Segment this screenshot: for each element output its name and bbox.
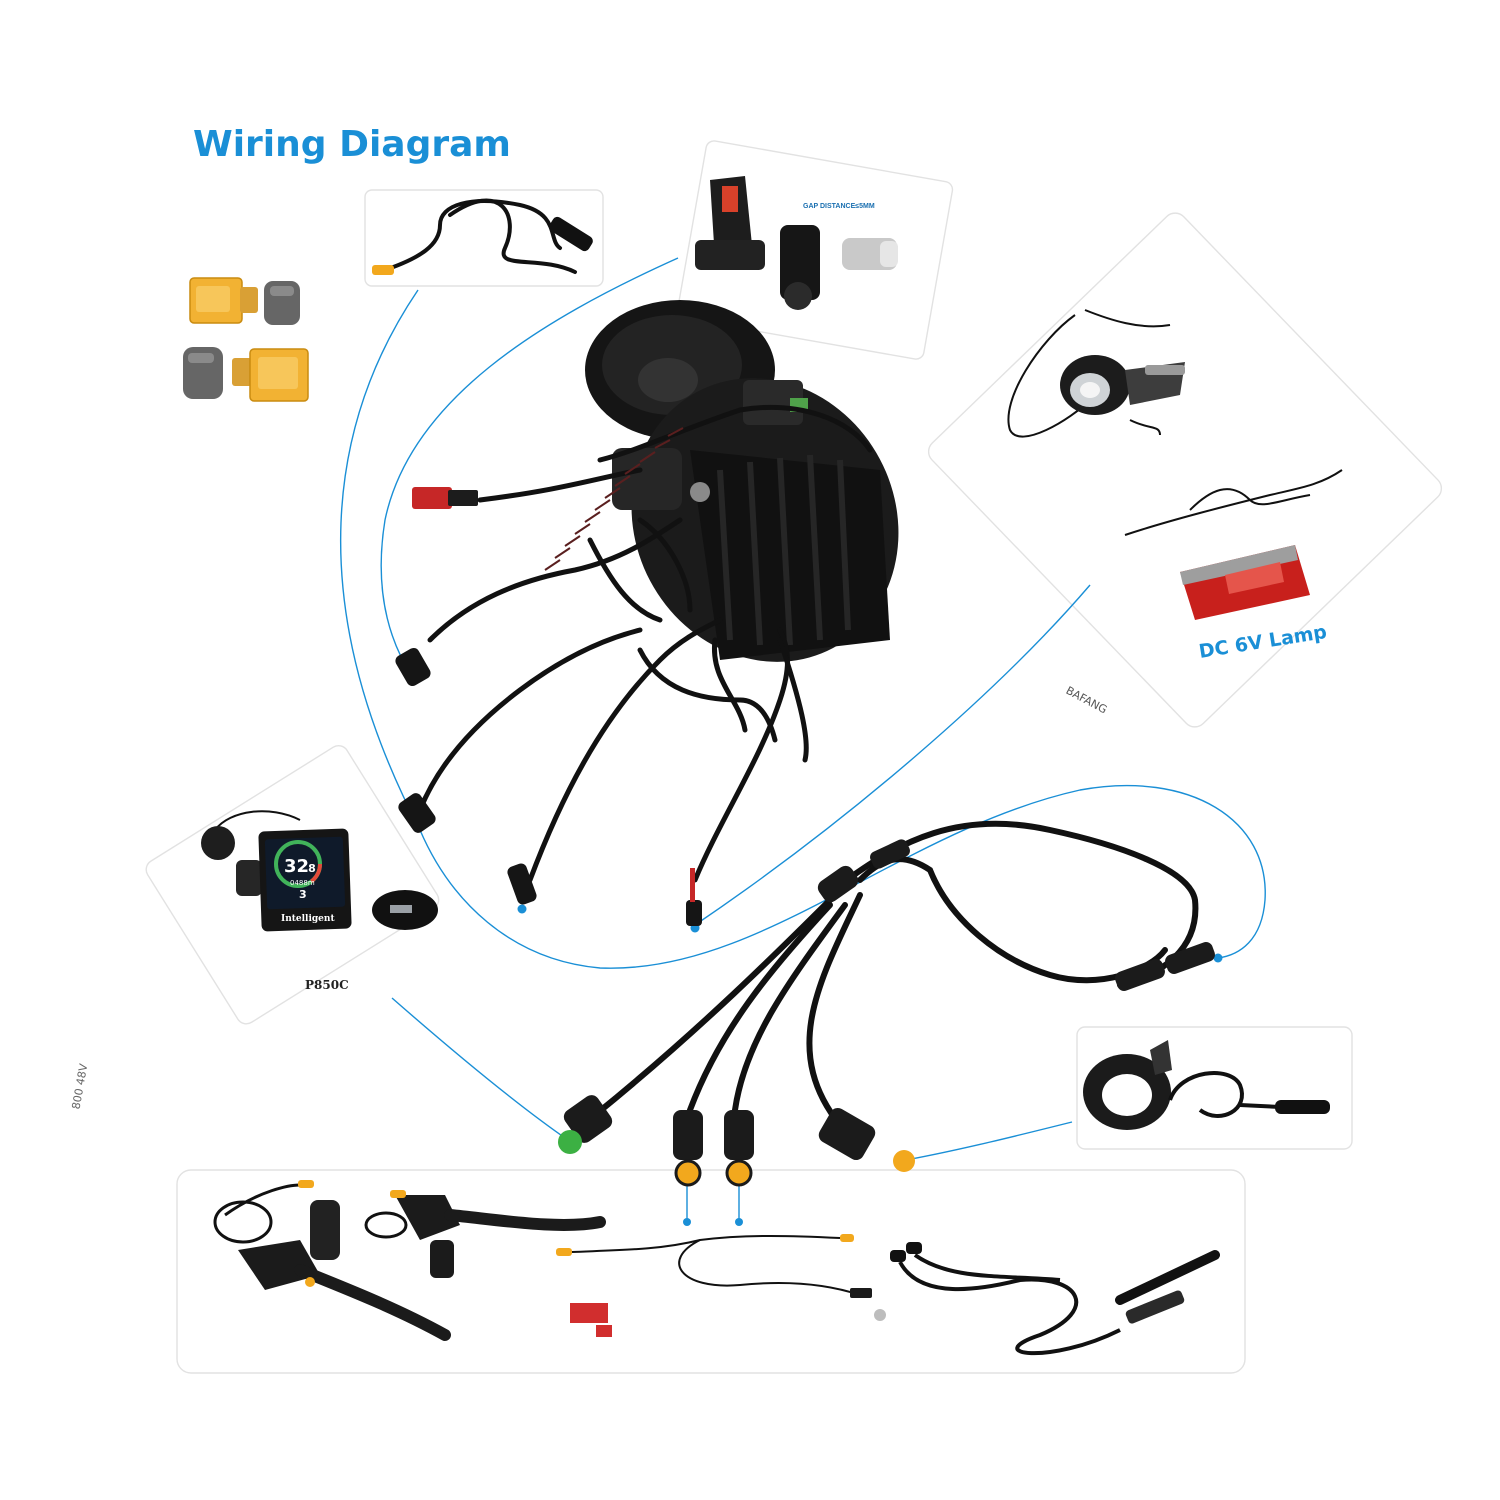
panel-lights xyxy=(927,212,1443,728)
tail-light-icon xyxy=(1124,469,1343,620)
diagram-title: Wiring Diagram xyxy=(193,124,511,165)
connection-lines xyxy=(340,257,1266,1220)
line-speed-cable xyxy=(340,289,1266,969)
motor-cable-connectors xyxy=(395,647,702,926)
xt90-connector-icon xyxy=(183,277,309,402)
front-light-icon xyxy=(1007,309,1185,438)
display-speed-decimal: .8 xyxy=(304,862,316,875)
brake-lever-icon xyxy=(213,1180,606,1341)
display-speed: 32 xyxy=(284,856,309,877)
speed-sensor-icon xyxy=(695,176,898,310)
line-lights xyxy=(694,584,1091,926)
line-throttle xyxy=(905,1121,1073,1161)
splitter-cable-icon xyxy=(890,1242,1220,1356)
gap-distance-label: GAP DISTANCE≤5MM xyxy=(803,203,875,210)
display-assist-level: 3 xyxy=(299,888,307,901)
display-model-label: P850C xyxy=(305,978,349,992)
display-odometer: 0488m xyxy=(290,879,315,887)
brake-sensor-icon xyxy=(556,1234,886,1337)
motor-brand-engraving: BAFANG xyxy=(1064,684,1110,716)
harness-connectors xyxy=(558,839,1215,1187)
speed-cable-connectors xyxy=(372,216,593,275)
throttle-icon xyxy=(1083,1040,1330,1130)
line-speed-sensor xyxy=(380,257,679,677)
motor-icon xyxy=(412,300,899,662)
line-display xyxy=(391,997,569,1141)
motor-cables xyxy=(417,404,873,883)
display-brand: Intelligent xyxy=(281,914,335,924)
display-icon xyxy=(201,810,438,932)
controller-label: 800 48V xyxy=(70,1062,91,1110)
spiral-wrap xyxy=(544,427,684,571)
